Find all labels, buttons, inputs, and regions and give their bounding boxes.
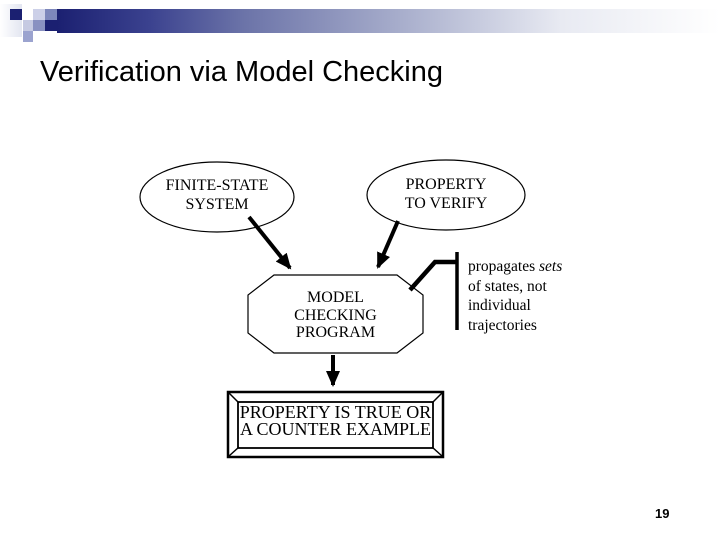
finite-state-system-label-line1: FINITE-STATE: [165, 177, 269, 194]
model-checking-program-label-line3: PROGRAM: [295, 324, 376, 341]
finite-state-system-label-line2: SYSTEM: [185, 195, 249, 213]
arrow-finite-state-to-checker: [247, 215, 292, 270]
decor-square-lavender: [23, 31, 33, 42]
model-checking-program-label-line2: CHECKING: [294, 306, 377, 324]
model-checking-octagon: [247, 274, 424, 354]
decor-square-light-1: [33, 9, 45, 20]
result-box-bevel-br: [431, 446, 443, 457]
annotation-text: propagates sets of states, not individua…: [468, 257, 593, 335]
arrow-property-to-checker: [376, 220, 400, 269]
result-box-bevel-bl: [228, 446, 240, 457]
result-box-bevel-tr: [431, 392, 443, 404]
property-to-verify-label-line1: PROPERTY: [405, 176, 487, 193]
annotation-text-prefix: propagates: [468, 258, 540, 275]
decor-square-medium-2: [33, 20, 45, 31]
annotation-text-line2: of states, not: [468, 277, 547, 295]
property-to-verify-label-line2: TO VERIFY: [404, 194, 488, 212]
result-box-frame: [226, 390, 445, 459]
result-box-label-line1: PROPERTY IS TRUE OR: [239, 402, 432, 422]
result-box-bevel-tl: [228, 392, 240, 404]
result-box-inner: [237, 401, 434, 449]
decor-square-dark-2: [45, 20, 57, 31]
result-box-label: PROPERTY IS TRUE OR A COUNTER EXAMPLE: [238, 402, 433, 439]
property-to-verify-ellipse: [366, 159, 526, 231]
decor-square-light-2: [23, 20, 33, 31]
page-title: Verification via Model Checking: [40, 56, 443, 88]
annotation-text-line1: propagates sets: [468, 257, 593, 277]
page-number: 19: [655, 506, 670, 521]
annotation-text-line3: individual: [468, 297, 531, 314]
annotation-text-italic: sets: [539, 258, 563, 275]
header-gradient-bar: [57, 9, 720, 33]
finite-state-system-ellipse: [139, 161, 295, 233]
property-to-verify-label: PROPERTY TO VERIFY: [367, 176, 525, 213]
model-checking-program-label-line1: MODEL: [307, 289, 364, 306]
decor-square-medium-1: [45, 9, 57, 20]
decor-square-dark-1: [10, 9, 22, 20]
finite-state-system-label: FINITE-STATE SYSTEM: [140, 177, 294, 214]
annotation-connector: [408, 259, 456, 292]
model-checking-program-label: MODEL CHECKING PROGRAM: [248, 289, 423, 342]
annotation-text-line4: trajectories: [468, 316, 537, 334]
result-box-label-line2: A COUNTER EXAMPLE: [239, 418, 431, 439]
